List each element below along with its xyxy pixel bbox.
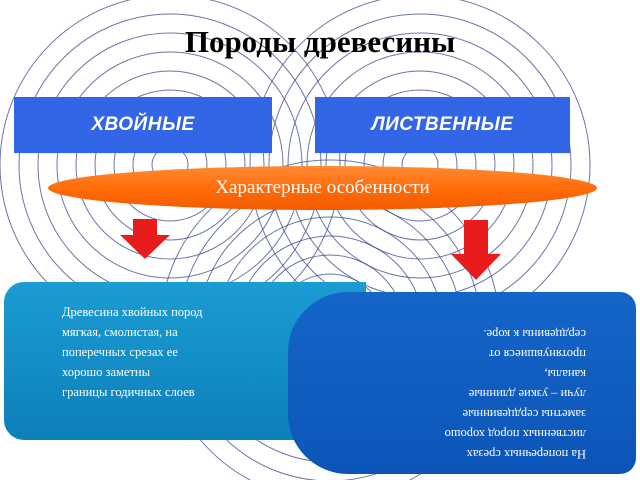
deciduous-box: ЛИСТВЕННЫЕ (315, 97, 570, 153)
deciduous-line: лучи – узкие длинные (468, 387, 586, 401)
ring-line (344, 89, 496, 241)
deciduous-line: протянувшиеся от (488, 347, 586, 361)
ring-line (37, 32, 303, 298)
conifer-line: мягкая, смолистая, на (62, 325, 178, 339)
deciduous-label: ЛИСТВЕННЫЕ (371, 114, 514, 135)
conifer-line: границы годичных слоев (62, 385, 195, 399)
down-arrow-icon (120, 219, 170, 259)
ring-line (306, 51, 534, 279)
deciduous-line: каналы, (544, 367, 586, 381)
features-banner-label: Характерные особенности (215, 177, 430, 198)
deciduous-line: лиственных пород хорошо (444, 427, 586, 441)
deciduous-line: сердцевины к коре. (483, 327, 586, 341)
conifer-box: ХВОЙНЫЕ (14, 97, 272, 153)
conifer-line: поперечных срезах ее (62, 345, 178, 359)
deciduous-line: заметны сердцевинные (462, 407, 586, 421)
deciduous-description-card (288, 292, 636, 474)
ring-line (94, 89, 246, 241)
ring-line (56, 51, 284, 279)
conifer-line: Древесина хвойных пород (62, 305, 203, 319)
deciduous-description: На поперечных срезах лиственных пород хо… (366, 298, 586, 464)
conifer-label: ХВОЙНЫЕ (91, 114, 195, 135)
page-title: Породы древесины (184, 24, 456, 59)
conifer-line: хорошо заметны (62, 365, 151, 379)
ring-line (287, 32, 553, 298)
ring-line (75, 70, 265, 260)
down-arrow-icon (451, 220, 501, 280)
deciduous-line: На поперечных срезах (466, 447, 586, 461)
conifer-description: Древесина хвойных пород мягкая, смолиста… (62, 302, 282, 402)
features-banner: Характерные особенности (48, 166, 597, 210)
ring-line (325, 70, 515, 260)
